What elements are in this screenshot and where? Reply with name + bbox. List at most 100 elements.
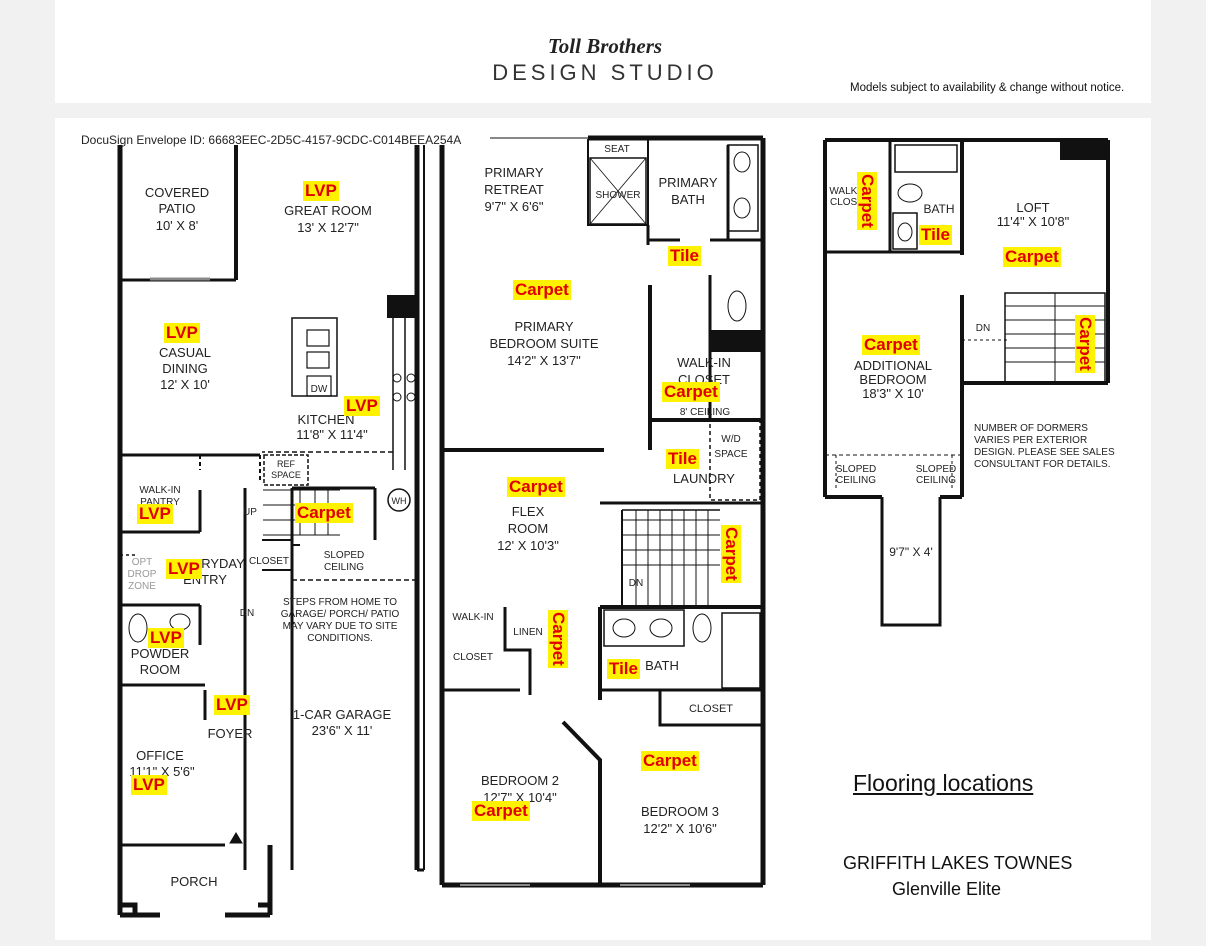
brand-logo: Toll Brothers <box>547 34 663 58</box>
room-label-office: OFFICE <box>136 748 184 763</box>
sloped-ceiling-label: SLOPED <box>324 550 365 561</box>
steps-note: MAY VARY DUE TO SITE <box>283 621 398 632</box>
room-label-linen: LINEN <box>513 627 542 638</box>
room-dimension: 13' X 12'7" <box>297 220 359 235</box>
water-heater-label: WH <box>392 496 407 506</box>
flooring-locations-title: Flooring locations <box>853 770 1034 796</box>
room-label-primary-bath: PRIMARY <box>659 175 718 190</box>
flooring-tag-carpet: Carpet <box>295 503 353 523</box>
room-label-additional-bedroom: ADDITIONAL <box>854 358 932 373</box>
second-floor-walls <box>439 135 766 888</box>
room-dimension: 12'2" X 10'6" <box>643 821 717 836</box>
stairs-down-label: DN <box>240 608 254 619</box>
dishwasher-label: DW <box>311 384 328 395</box>
ref-space-label: SPACE <box>271 470 301 480</box>
first-floor-walls <box>117 145 425 918</box>
room-dimension: 12' X 10'3" <box>497 538 559 553</box>
flooring-tag-tile: Tile <box>666 449 699 469</box>
room-dimension: 9'7" X 4' <box>889 545 933 559</box>
flooring-tag-lvp: LVP <box>148 628 184 648</box>
room-label-walkin-closet: WALK-IN <box>829 186 870 197</box>
room-label-loft: LOFT <box>1016 200 1049 215</box>
structural-column <box>1060 140 1108 160</box>
flooring-tag-carpet: Carpet <box>662 382 720 402</box>
cooktop-burner <box>392 392 402 402</box>
flooring-tag-tile: Tile <box>607 659 640 679</box>
room-label-flex-room: FLEX <box>512 504 545 519</box>
flooring-tag-carpet: Carpet <box>513 280 571 300</box>
water-heater-symbol <box>387 488 411 512</box>
structural-column <box>387 295 417 318</box>
header-banner <box>55 0 1151 103</box>
flooring-tag-carpet: Carpet <box>862 335 920 355</box>
opt-drop-zone-label: ZONE <box>128 581 156 592</box>
room-dimension: 23'6" X 11' <box>312 723 373 738</box>
room-label-additional-bedroom: BEDROOM <box>859 372 926 387</box>
toilet-symbol <box>128 613 148 643</box>
cooktop-burner <box>392 373 402 383</box>
sink-symbol <box>733 151 751 173</box>
seat-label: SEAT <box>604 144 629 155</box>
flooring-tag-lvp: LVP <box>344 396 380 416</box>
room-label-foyer: FOYER <box>208 726 253 741</box>
room-label-flex-room: ROOM <box>508 521 548 536</box>
design-studio-title: DESIGN STUDIO <box>492 60 718 85</box>
room-label-primary-suite: PRIMARY <box>515 319 574 334</box>
stairs-down-label: DN <box>629 578 643 589</box>
sink-symbol <box>897 222 913 242</box>
opt-drop-zone-label: DROP <box>128 569 157 580</box>
room-label-primary-retreat: PRIMARY <box>485 165 544 180</box>
room-label-kitchen: KITCHEN <box>297 412 354 427</box>
room-label-bath: BATH <box>923 202 954 216</box>
room-label-bath: BATH <box>645 658 679 673</box>
steps-note: CONDITIONS. <box>307 633 373 644</box>
room-label-powder-room: POWDER <box>131 646 190 661</box>
flooring-tag-carpet: Carpet <box>1075 315 1095 373</box>
dormers-note: CONSULTANT FOR DETAILS. <box>974 459 1111 470</box>
room-label-walkin-closet: WALK-IN <box>452 612 493 623</box>
flooring-tag-carpet: Carpet <box>1003 247 1061 267</box>
sink-symbol <box>649 618 673 638</box>
stairs-down-label: DN <box>976 323 990 334</box>
flooring-tag-lvp: LVP <box>131 775 167 795</box>
room-label-walkin-closet: CLOSET <box>830 197 870 208</box>
wd-space-label: SPACE <box>714 449 747 460</box>
docusign-envelope-id: DocuSign Envelope ID: 66683EEC-2D5C-4157… <box>81 133 462 147</box>
sloped-ceiling-label: CEILING <box>324 562 364 573</box>
room-label-primary-suite: BEDROOM SUITE <box>489 336 598 351</box>
sink-symbol <box>733 197 751 219</box>
toilet-symbol <box>727 290 747 322</box>
flooring-tag-carpet: Carpet <box>472 801 530 821</box>
flooring-tag-lvp: LVP <box>164 323 200 343</box>
room-dimension: 12' X 10' <box>160 377 210 392</box>
room-dimension: 11'4" X 10'8" <box>997 214 1070 229</box>
sloped-ceiling-label: CEILING <box>836 475 876 486</box>
room-label-closet: CLOSET <box>249 556 289 567</box>
flooring-tag-lvp: LVP <box>137 504 173 524</box>
room-label-walkin-closet: CLOSET <box>453 652 493 663</box>
flooring-tag-carpet: Carpet <box>641 751 699 771</box>
community-name: GRIFFITH LAKES TOWNES <box>843 853 1073 873</box>
flooring-tag-carpet: Carpet <box>507 477 565 497</box>
sink-symbol <box>612 618 636 638</box>
room-label-walkin-closet: WALK-IN <box>677 355 731 370</box>
flooring-tag-lvp: LVP <box>214 695 250 715</box>
room-label-casual-dining: CASUAL <box>159 345 211 360</box>
room-label-laundry: LAUNDRY <box>673 471 735 486</box>
steps-note: STEPS FROM HOME TO <box>283 597 397 608</box>
room-label-primary-retreat: RETREAT <box>484 182 544 197</box>
flooring-tag-tile: Tile <box>668 246 701 266</box>
room-label-closet: CLOSET <box>689 703 733 715</box>
room-label-bedroom2: BEDROOM 2 <box>481 773 559 788</box>
disclaimer-text: Models subject to availability & change … <box>850 82 1125 94</box>
room-label-great-room: GREAT ROOM <box>284 203 372 218</box>
room-dimension: 11'8" X 11'4" <box>296 427 368 442</box>
room-label-covered-patio: PATIO <box>158 201 195 216</box>
dormers-note: DESIGN. PLEASE SEE SALES <box>974 447 1115 458</box>
sloped-ceiling-label: CEILING <box>916 475 956 486</box>
ceiling-height-label: 8' CEILING <box>680 407 730 418</box>
flooring-tag-carpet: Carpet <box>857 172 877 230</box>
shower-label: SHOWER <box>596 190 641 201</box>
model-name: Glenville Elite <box>892 879 1002 899</box>
sloped-ceiling-label: SLOPED <box>836 464 877 475</box>
